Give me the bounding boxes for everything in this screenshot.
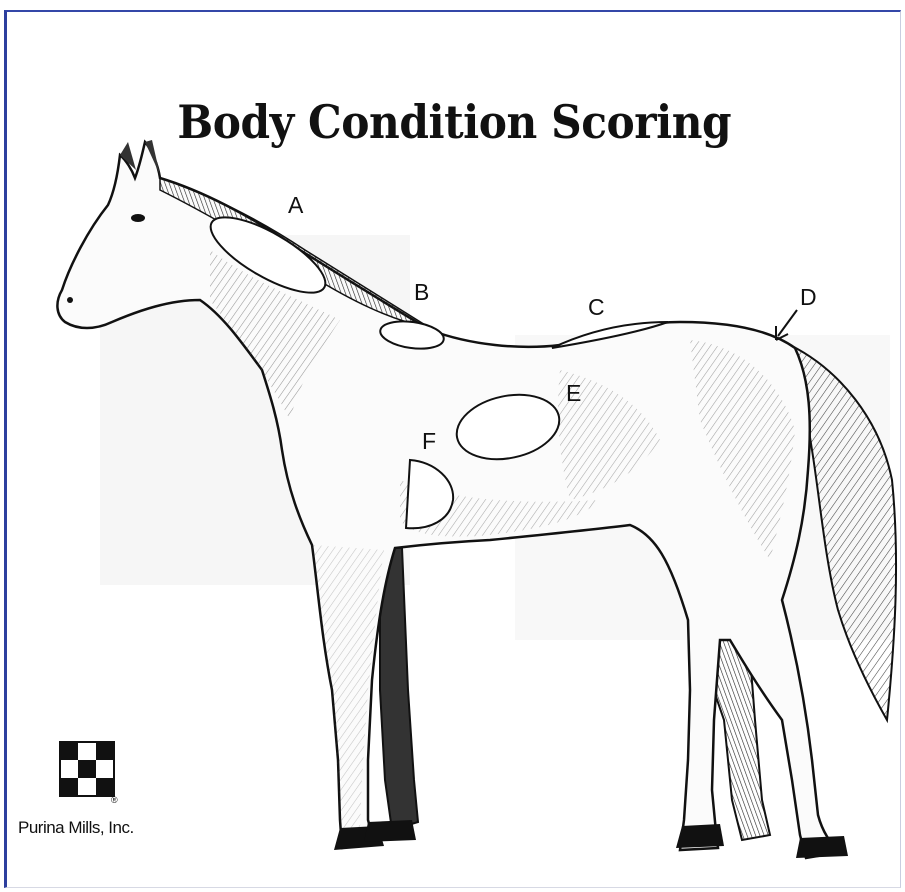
label-f: F bbox=[422, 428, 436, 455]
checkerboard-logo-icon bbox=[60, 742, 114, 796]
label-a: A bbox=[288, 192, 303, 219]
label-e: E bbox=[566, 380, 581, 407]
company-name: Purina Mills, Inc. bbox=[18, 818, 134, 838]
horse-nostril bbox=[67, 297, 73, 303]
horse-hoof bbox=[676, 824, 724, 848]
label-b: B bbox=[414, 279, 429, 306]
arrow-d bbox=[778, 310, 797, 336]
label-c: C bbox=[588, 294, 605, 321]
horse-hoof bbox=[364, 820, 416, 842]
horse-hoof bbox=[796, 836, 848, 858]
registered-mark: ® bbox=[111, 795, 118, 805]
horse-eye bbox=[131, 214, 145, 222]
label-d: D bbox=[800, 284, 817, 311]
horse-near-foreleg bbox=[312, 545, 384, 830]
